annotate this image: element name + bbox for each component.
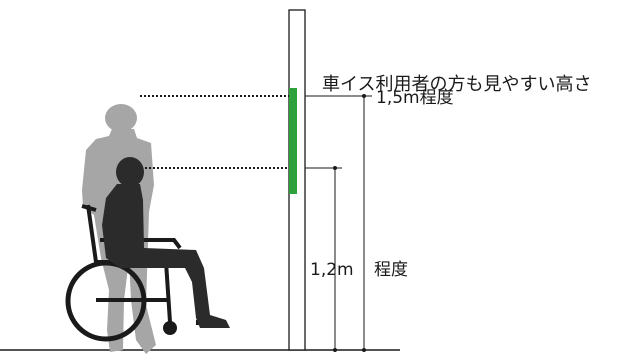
dimension-lines	[300, 95, 372, 351]
height-low-value: 1,2m	[310, 260, 354, 280]
wheelchair-caster	[163, 321, 177, 335]
height-high-label: 1,5m程度	[376, 88, 454, 108]
caption-text: 車イス利用者の方も見やすい高さ	[322, 74, 591, 95]
seated-person-figure	[102, 157, 230, 328]
height-low-suffix: 程度	[374, 260, 408, 280]
dimension-dots	[333, 94, 366, 352]
sign-board	[289, 88, 297, 194]
